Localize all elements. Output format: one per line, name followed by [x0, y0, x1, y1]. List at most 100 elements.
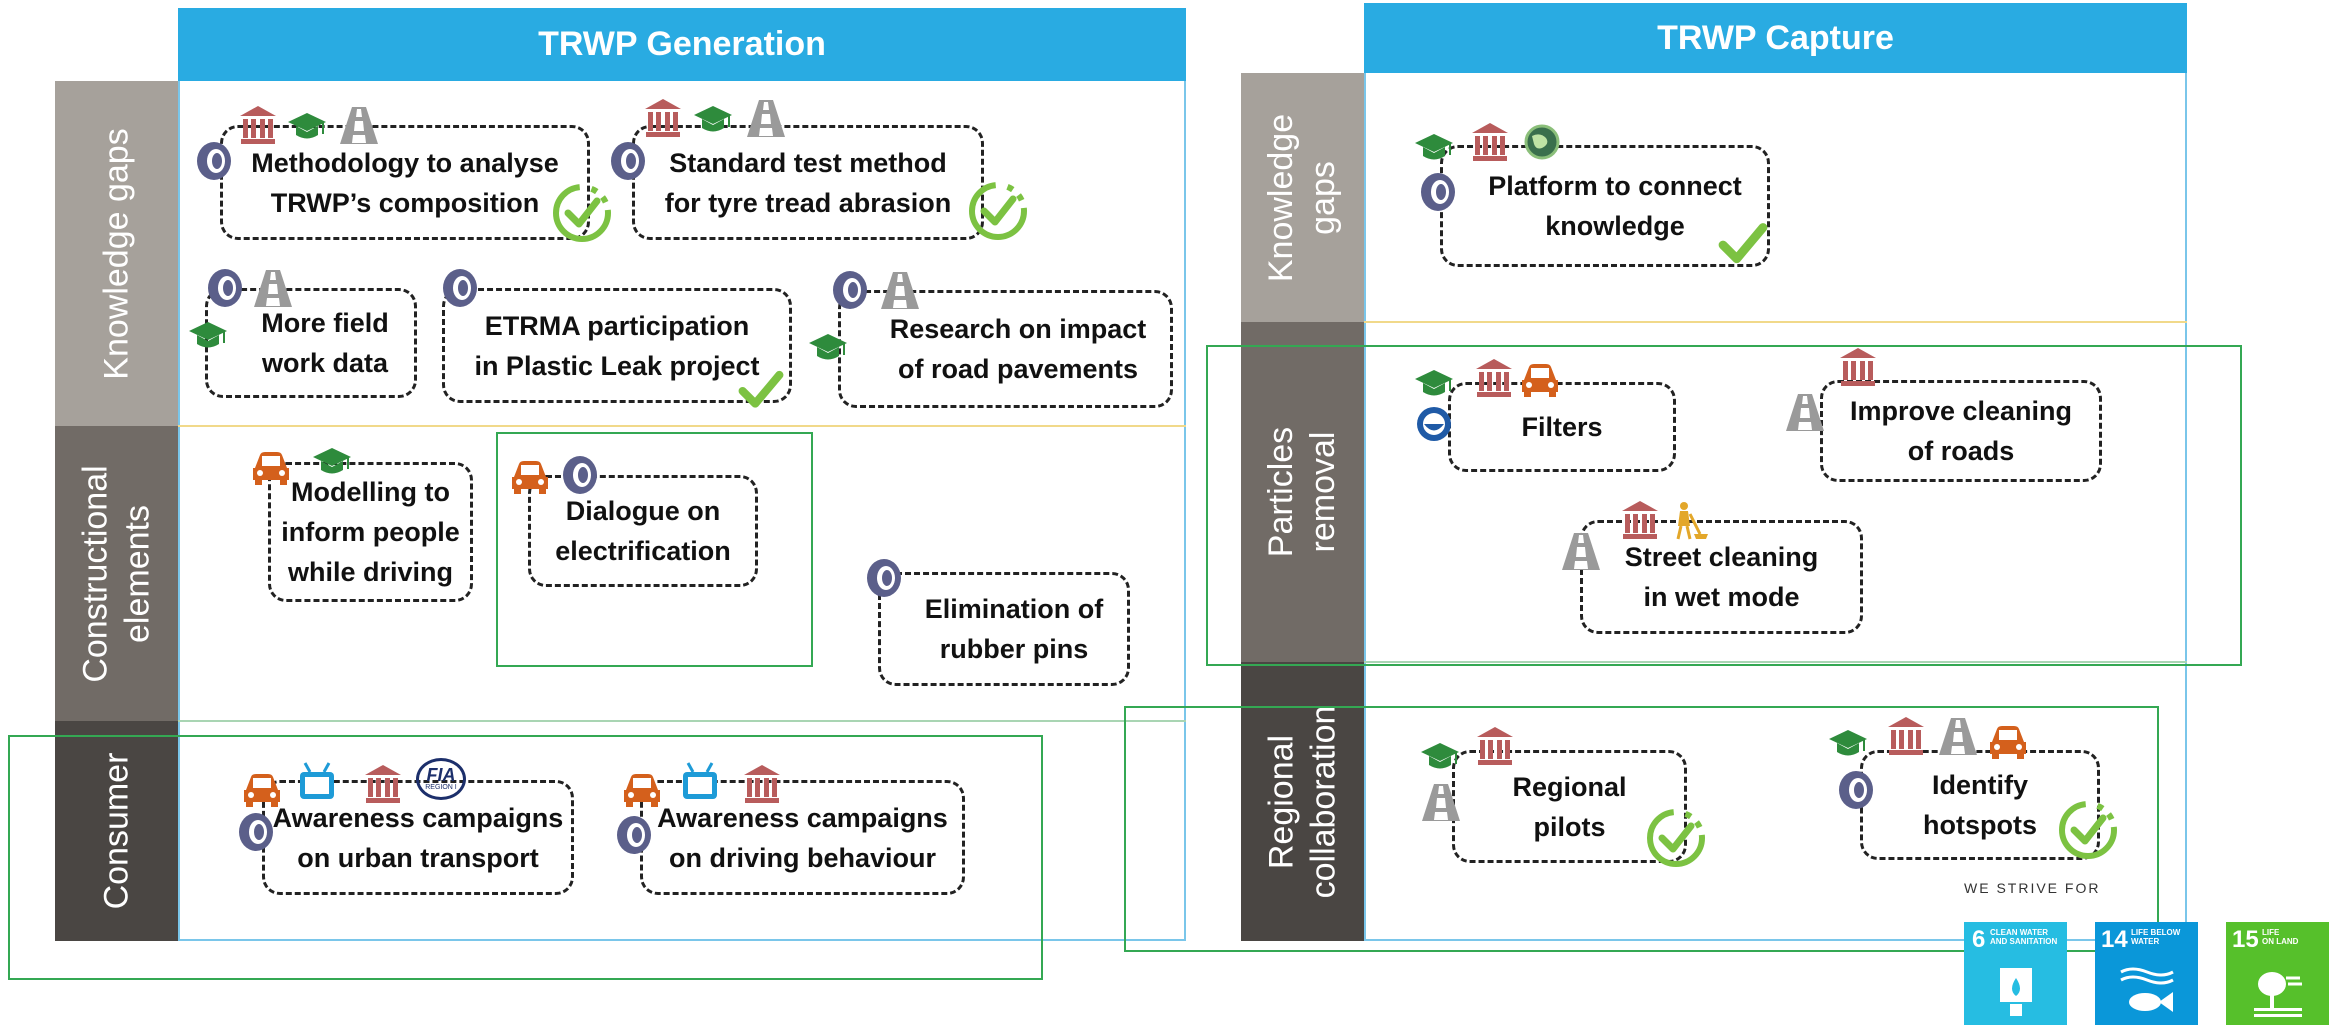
- box-street-cleaning: Street cleaning in wet mode: [1580, 520, 1863, 634]
- completed-check-icon: [2058, 800, 2118, 860]
- box-modelling-text: Modelling to inform people while driving: [281, 477, 460, 587]
- box-methodology: Methodology to analyse TRWP’s compositio…: [220, 125, 590, 240]
- highlight-consumer: [8, 735, 1043, 980]
- road-icon: [1939, 718, 1977, 755]
- sdg-goal-15: 15 LIFE ON LAND: [2226, 922, 2329, 1025]
- cap-row-regional: Regional collaboration: [1241, 662, 1364, 941]
- tyre-icon: [833, 271, 867, 309]
- tyre-icon: [1421, 173, 1455, 211]
- tyre-icon: [239, 813, 273, 851]
- box-methodology-text: Methodology to analyse TRWP’s compositio…: [251, 147, 559, 218]
- highlight-particles-removal: [1206, 345, 2242, 666]
- road-icon: [747, 100, 785, 137]
- gen-row-separator-1: [178, 425, 1186, 427]
- highlight-dialogue: [496, 432, 813, 667]
- sdg-goal-15-label: LIFE ON LAND: [2262, 928, 2299, 946]
- box-standard-test: Standard test method for tyre tread abra…: [632, 125, 984, 240]
- box-filters-text: Filters: [1521, 412, 1603, 442]
- globe-icon: [1524, 124, 1560, 160]
- box-modelling: Modelling to inform people while driving: [268, 462, 473, 602]
- government-icon: [1888, 717, 1924, 755]
- government-icon: [240, 106, 276, 144]
- government-icon: [744, 765, 780, 803]
- cap-row-separator-1: [1364, 321, 2187, 323]
- box-dialogue-text: Dialogue on electrification: [555, 496, 731, 566]
- tyre-icon: [867, 559, 901, 597]
- fia-logo: FIA REGION I: [416, 758, 466, 800]
- sdg-goal-6: 6 CLEAN WATER AND SANITATION: [1964, 922, 2067, 1025]
- gen-row-consumer: Consumer: [55, 721, 178, 941]
- road-icon: [340, 107, 378, 144]
- tyre-icon: [197, 142, 231, 180]
- graduation-cap-icon: [189, 322, 227, 348]
- box-hotspots-text: Identify hotspots: [1923, 770, 2037, 840]
- car-icon: [1990, 726, 2026, 759]
- sdg-goal-15-number: 15: [2232, 926, 2259, 953]
- check-icon: [738, 368, 784, 414]
- box-etrma: ETRMA participation in Plastic Leak proj…: [442, 288, 792, 403]
- box-elimination-text: Elimination of rubber pins: [924, 594, 1104, 664]
- box-research-road-text: Research on impact of road pavements: [889, 314, 1147, 384]
- box-awareness-driving-text: Awareness campaigns on driving behaviour: [657, 802, 948, 873]
- sdg-goal-6-label: CLEAN WATER AND SANITATION: [1990, 928, 2058, 946]
- graduation-cap-icon: [694, 106, 732, 132]
- tyre-icon: [611, 142, 645, 180]
- cap-row-knowledge-gaps-label: Knowledge gaps: [1262, 113, 1343, 282]
- gen-row-constructional: Constructional elements: [55, 426, 178, 721]
- car-icon: [512, 461, 548, 494]
- cap-row-particles: Particles removal: [1241, 322, 1364, 662]
- capture-title: TRWP Capture: [1657, 18, 1894, 57]
- tyre-icon: [563, 456, 597, 494]
- box-etrma-text: ETRMA participation in Plastic Leak proj…: [474, 310, 760, 381]
- tree-icon: [2254, 972, 2302, 1017]
- box-field-work-text: More field work data: [261, 308, 389, 378]
- graduation-cap-icon: [288, 113, 326, 139]
- box-dialogue: Dialogue on electrification: [528, 475, 758, 587]
- government-icon: [1840, 348, 1876, 386]
- car-icon: [244, 774, 280, 807]
- government-icon: [365, 765, 401, 803]
- tv-icon: [298, 762, 336, 801]
- completed-check-icon: [1646, 808, 1706, 868]
- check-icon: [1718, 220, 1768, 270]
- water-drop-icon: [2000, 968, 2032, 1016]
- completed-check-icon: [552, 183, 612, 243]
- graduation-cap-icon: [1415, 134, 1453, 160]
- fia-logo-text: FIA: [426, 765, 456, 785]
- gen-row-constructional-label: Constructional elements: [76, 464, 157, 683]
- graduation-cap-icon: [1421, 743, 1459, 769]
- tyre-icon: [208, 269, 242, 307]
- road-icon: [1786, 394, 1824, 431]
- road-icon: [1422, 784, 1460, 821]
- fia-logo-subtext: REGION I: [425, 784, 457, 791]
- tyre-icon: [617, 816, 651, 854]
- box-hotspots: Identify hotspots: [1860, 750, 2100, 860]
- road-icon: [881, 272, 919, 309]
- gen-row-separator-2: [178, 720, 1186, 722]
- box-awareness-urban-text: Awareness campaigns on urban transport: [272, 802, 564, 873]
- sdg-goal-14: 14 LIFE BELOW WATER: [2095, 922, 2198, 1025]
- generation-title: TRWP Generation: [538, 25, 826, 63]
- car-icon: [1522, 364, 1558, 397]
- capture-panel: [1364, 73, 2187, 941]
- cap-row-knowledge-gaps: Knowledge gaps: [1241, 73, 1364, 322]
- graduation-cap-icon: [313, 448, 351, 474]
- graduation-cap-icon: [809, 334, 847, 360]
- sdg-goal-14-label: LIFE BELOW WATER: [2131, 928, 2181, 946]
- government-icon: [1477, 727, 1513, 765]
- road-icon: [254, 270, 292, 307]
- box-standard-test-text: Standard test method for tyre tread abra…: [664, 147, 952, 218]
- tv-icon: [681, 762, 719, 801]
- highlight-regional: [1124, 706, 2159, 952]
- tyre-icon: [443, 269, 477, 307]
- government-icon: [1622, 501, 1658, 539]
- gen-row-knowledge-gaps: Knowledge gaps: [55, 81, 178, 426]
- government-icon: [645, 99, 681, 137]
- government-icon: [1472, 123, 1508, 161]
- gen-row-knowledge-gaps-label: Knowledge gaps: [97, 127, 136, 380]
- tyre-icon: [1839, 771, 1873, 809]
- sdg-goal-6-number: 6: [1972, 926, 1986, 953]
- generation-header: TRWP Generation: [178, 8, 1186, 81]
- graduation-cap-icon: [1829, 730, 1867, 756]
- road-icon: [1562, 533, 1600, 570]
